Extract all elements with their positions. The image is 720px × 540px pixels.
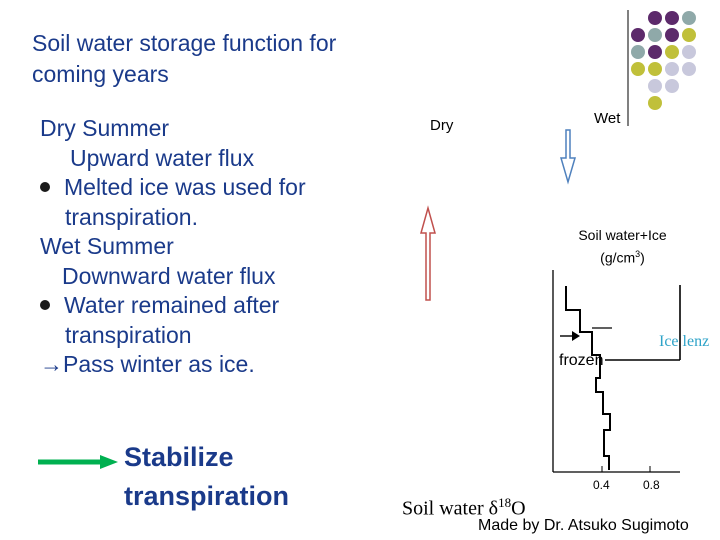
water-remained-text: Water remained after [64,292,280,318]
axis-title-line-2: (g/cm3) [560,245,685,268]
decorative-dot [648,28,662,42]
arrow-right-icon: → [40,351,63,377]
decorative-dot [648,62,662,76]
pass-winter-text: Pass winter as ice. [63,351,255,377]
soil-water-isotope-label: Soil water δ18O [402,495,526,521]
axis-title: Soil water+Ice (g/cm3) [560,226,685,268]
downward-arrow-icon [560,129,576,185]
credit-text: Made by Dr. Atsuko Sugimoto [478,517,689,534]
bullet-dot [40,300,50,310]
stabilize-text: Stabilize transpiration [124,438,384,516]
stabilize-line-1: Stabilize [124,442,234,472]
bullet-dot [40,182,50,192]
upward-flux-text: Upward water flux [70,144,255,171]
green-arrow-head-icon [100,455,118,469]
melted-ice-text: Melted ice was used for [64,174,306,200]
axis-title-sup: 3 [635,249,641,259]
axis-title-unit: (g/cm [600,249,636,266]
tick-label-04: 0.4 [593,478,610,492]
decorative-dot [648,45,662,59]
decorative-dot [631,45,645,59]
bullet-list: Dry Summer Upward water flux Melted ice … [40,114,370,380]
axis-title-line-1: Soil water+Ice [578,227,667,243]
downward-flux-text: Downward water flux [62,262,276,289]
decorative-dot [682,62,696,76]
frozen-label: frozen [559,352,604,369]
page-title: Soil water storage function for coming y… [32,30,337,87]
decorative-dot [648,11,662,25]
decorative-dot [665,11,679,25]
decorative-dot [648,96,662,110]
frozen-arrow-head-icon [572,331,580,341]
axis-title-close: ) [640,249,645,266]
isotope-sup: 18 [498,495,512,510]
melted-ice-text-cont: transpiration. [65,203,198,230]
wet-label: Wet [594,110,621,127]
soil-water-profile-line [565,286,611,470]
decorative-dot [682,45,696,59]
decorative-dot [665,28,679,42]
decorative-dot [648,79,662,93]
tick-label-08: 0.8 [643,478,660,492]
decorative-dot [631,28,645,42]
isotope-letter: O [511,497,526,520]
stabilize-line-2: transpiration [124,481,290,511]
dry-label: Dry [430,117,454,134]
delta-symbol: δ [488,497,499,520]
water-remained-text-cont: transpiration [65,321,192,348]
decorative-dot [631,62,645,76]
dry-summer-heading: Dry Summer [40,115,170,141]
decorative-dot [665,79,679,93]
wet-summer-heading: Wet Summer [40,233,174,259]
upward-arrow-icon [420,205,436,301]
decorative-dot [682,11,696,25]
decorative-dot [682,28,696,42]
decorative-dot [665,62,679,76]
soil-water-prefix: Soil water [402,497,489,520]
ice-lenz-label: Ice lenz [659,333,710,350]
decorative-dot [665,45,679,59]
